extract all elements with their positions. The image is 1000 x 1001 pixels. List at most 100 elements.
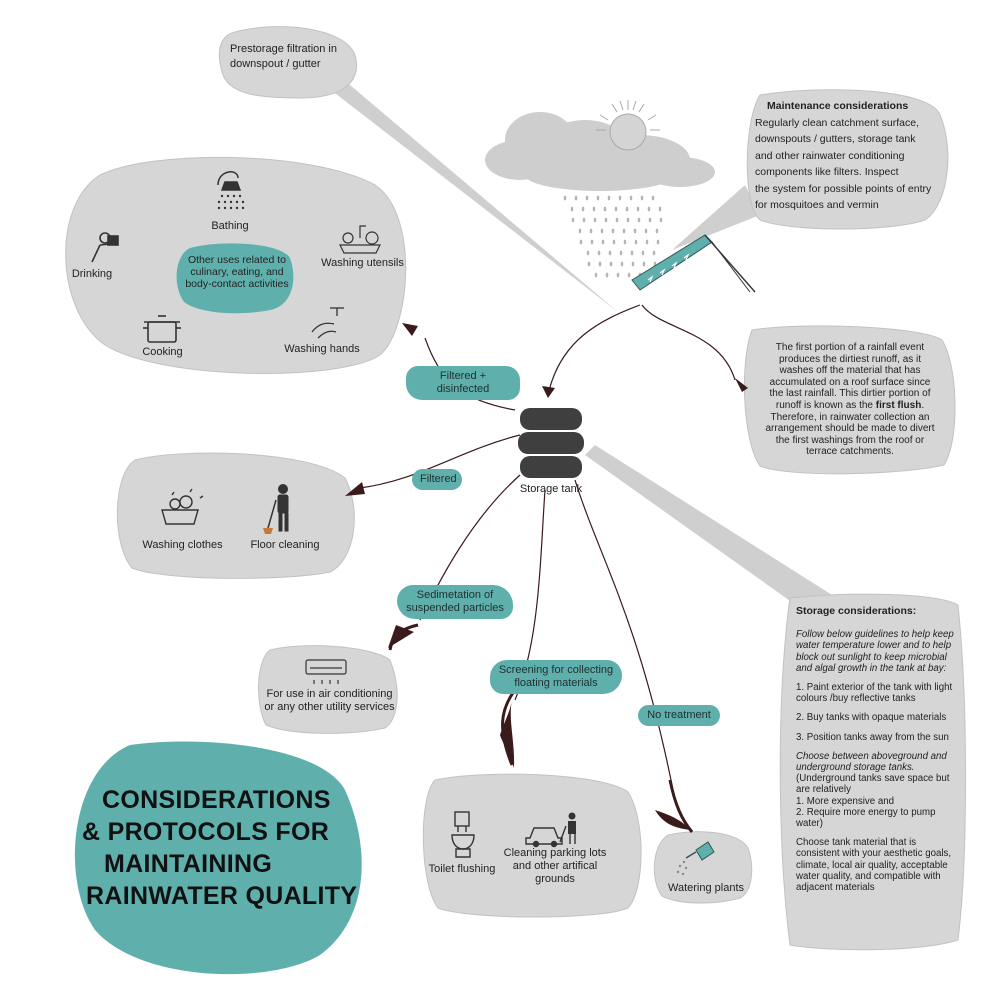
rain-drop (627, 272, 631, 278)
screen-uses-bubble (422, 773, 642, 918)
rain-drop (656, 239, 660, 245)
pill-sedimentation-line-2: suspended particles (406, 602, 504, 614)
storage-choose-l2: 1. More expensive and (796, 795, 895, 807)
rain-drop (611, 228, 615, 234)
pill-screening-line-2: floating materials (514, 677, 598, 689)
cooking-pot-icon (143, 315, 181, 343)
rain-drop (642, 261, 646, 267)
rain-drop (637, 217, 641, 223)
rain-drop (596, 195, 600, 201)
maintenance-bubble (746, 89, 949, 230)
label-cleaning-line-3: grounds (535, 873, 575, 885)
storage-choose: Choose between aboveground and undergrou… (796, 751, 962, 829)
rain-drop (609, 261, 613, 267)
washing-utensils-icon (339, 225, 381, 254)
ac-uses-bubble (258, 645, 398, 734)
rain-drop (648, 217, 652, 223)
storage-text: Storage considerations: Follow below gui… (796, 605, 962, 901)
rain-drop (626, 217, 630, 223)
arrowheads (345, 323, 748, 830)
rain-drop (586, 250, 590, 256)
maintenance-line-2: downspouts / gutters, storage tank (755, 133, 916, 145)
car-cleaning-icon (525, 812, 576, 848)
rain-drop (634, 239, 638, 245)
rain-drop (652, 250, 656, 256)
label-storage-tank: Storage tank (519, 483, 583, 495)
rain-drop (615, 217, 619, 223)
rain-drop (597, 250, 601, 256)
rain-drop (594, 272, 598, 278)
rain-drop (618, 195, 622, 201)
maintenance-line-1: Regularly clean catchment surface, (755, 116, 919, 129)
rain-drop (590, 239, 594, 245)
rain-drop (658, 206, 662, 212)
storage-choose-italic: Choose between aboveground and undergrou… (796, 750, 947, 774)
rain-drop (578, 228, 582, 234)
label-cleaning-line-2: and other artifical (512, 860, 598, 872)
rain-drop (574, 195, 578, 201)
rain-drop (587, 261, 591, 267)
rain-drop (641, 250, 645, 256)
rain-drop (579, 239, 583, 245)
rain-drop (622, 228, 626, 234)
rain-drop (600, 228, 604, 234)
rain-drop (620, 261, 624, 267)
label-other-uses: Other uses related to culinary, eating, … (185, 254, 289, 290)
rain-drop (563, 195, 567, 201)
rain-drop (571, 217, 575, 223)
label-washing-clothes: Washing clothes (142, 539, 223, 551)
rain-drop (644, 228, 648, 234)
watering-bubble (653, 831, 753, 904)
filtered-uses-bubble (116, 452, 355, 579)
rain-drop (592, 206, 596, 212)
prestorage-pointer (318, 80, 618, 312)
prestorage-line-1: Prestorage filtration in (230, 43, 337, 55)
pill-screening: Screening for collecting floating materi… (490, 660, 622, 694)
rain-drop (645, 239, 649, 245)
prestorage-text: Prestorage filtration in downspout / gut… (230, 42, 350, 72)
rain-drop (607, 195, 611, 201)
rain-drop (581, 206, 585, 212)
storage-choose-l3: 2. Require more energy to pump water) (796, 806, 936, 830)
storage-material: Choose tank material that is consistent … (796, 837, 952, 894)
drinking-icon (91, 232, 119, 263)
rain-drop (582, 217, 586, 223)
roof-catchment-icon (631, 234, 756, 293)
title-line-1: CONSIDERATIONS (102, 786, 331, 814)
label-floor-cleaning: Floor cleaning (250, 539, 320, 551)
shower-icon (217, 171, 245, 210)
label-ac-line-1: For use in air conditioning (266, 688, 393, 700)
rain-drop (585, 195, 589, 201)
toilet-icon (451, 811, 475, 858)
rain-drop (598, 261, 602, 267)
rain-drop (604, 217, 608, 223)
rain-drop (570, 206, 574, 212)
rain-drop (651, 195, 655, 201)
rain-drop (619, 250, 623, 256)
storage-heading: Storage considerations: (796, 605, 917, 617)
rain-drop (601, 239, 605, 245)
prestorage-bubble (218, 26, 357, 99)
thick-arrow-lines (388, 623, 694, 833)
pill-screening-line-1: Screening for collecting (498, 664, 614, 676)
rain-drop (616, 272, 620, 278)
rain-drop (625, 206, 629, 212)
rain-drop (614, 206, 618, 212)
title-line-2: & PROTOCOLS FOR (82, 818, 330, 846)
storage-tank-icon (518, 408, 584, 478)
label-watering-plants: Watering plants (667, 882, 745, 894)
watering-can-icon (676, 841, 715, 876)
label-washing-hands: Washing hands (284, 343, 360, 355)
storage-choose-l1: (Underground tanks save space but are re… (796, 773, 950, 796)
first-flush-bold: first flush (875, 399, 922, 411)
pill-filtered-disinfected: Filtered + disinfected (406, 366, 520, 400)
rain-drop (623, 239, 627, 245)
rain-drop (659, 217, 663, 223)
rain-drop (605, 272, 609, 278)
cloud-icon (485, 112, 715, 191)
storage-pointer (585, 445, 840, 608)
title-line-4: RAINWATER QUALITY (86, 882, 358, 910)
rain-drop (631, 261, 635, 267)
rain-drop (647, 206, 651, 212)
